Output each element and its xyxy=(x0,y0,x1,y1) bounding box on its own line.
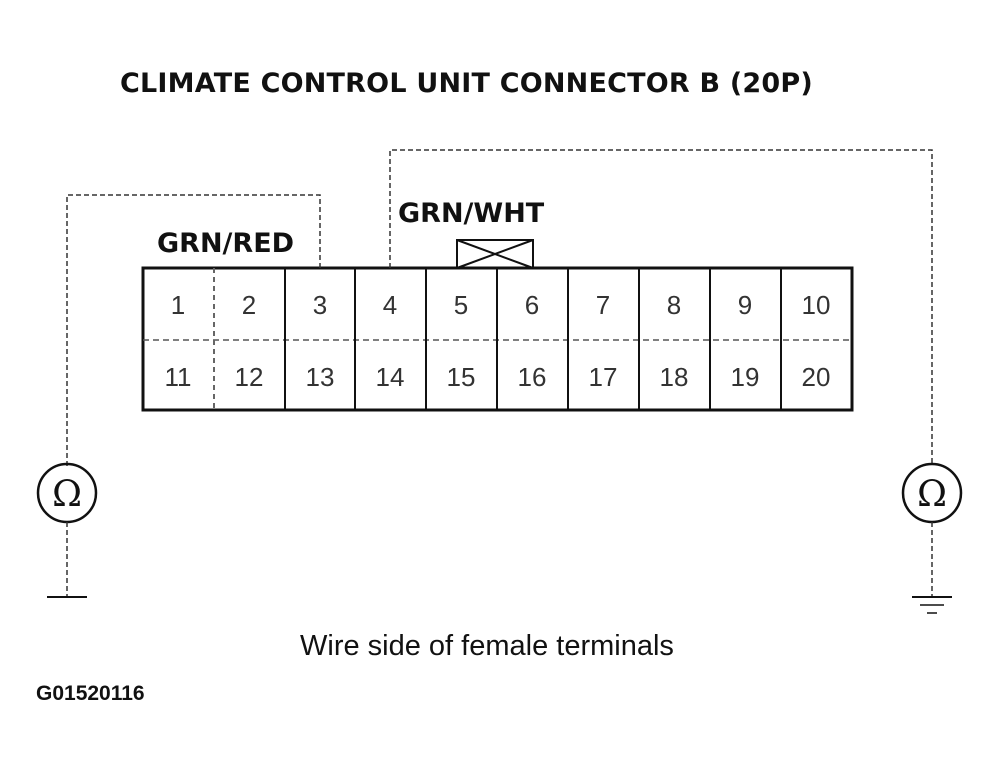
pin-7: 7 xyxy=(596,290,610,320)
pin-18: 18 xyxy=(660,362,689,392)
probe-wire-left xyxy=(66,194,321,466)
probe-wire-right xyxy=(389,149,933,466)
pin-3: 3 xyxy=(313,290,327,320)
pin-row-top: 1 2 3 4 5 6 7 8 9 10 xyxy=(171,290,831,320)
wire-label-grn-red: GRN/RED xyxy=(157,228,295,259)
pin-11: 11 xyxy=(165,362,192,392)
connector-latch xyxy=(456,239,534,269)
pin-13: 13 xyxy=(306,362,335,392)
pin-10: 10 xyxy=(802,290,831,320)
ohmmeter-right: Ω xyxy=(901,462,963,597)
pin-20: 20 xyxy=(802,362,831,392)
pin-1: 1 xyxy=(171,290,185,320)
pin-16: 16 xyxy=(518,362,547,392)
pin-5: 5 xyxy=(454,290,468,320)
column-dividers xyxy=(213,268,782,410)
pin-15: 15 xyxy=(447,362,476,392)
diagram-title: CLIMATE CONTROL UNIT CONNECTOR B (20P) xyxy=(120,68,813,99)
ohmmeter-left: Ω xyxy=(36,462,98,597)
pin-2: 2 xyxy=(242,290,256,320)
ohm-icon-right: Ω xyxy=(917,474,947,515)
diagram-caption: Wire side of female terminals xyxy=(300,630,674,662)
pin-19: 19 xyxy=(731,362,760,392)
wire-label-grn-wht: GRN/WHT xyxy=(398,198,545,229)
pin-17: 17 xyxy=(589,362,618,392)
figure-code: G01520116 xyxy=(36,682,145,705)
pin-12: 12 xyxy=(235,362,264,392)
pin-9: 9 xyxy=(738,290,752,320)
ground-icon-right xyxy=(912,596,952,614)
pin-row-bottom: 11 12 13 14 15 16 17 18 19 20 xyxy=(165,362,831,392)
pin-14: 14 xyxy=(376,362,405,392)
pin-8: 8 xyxy=(667,290,681,320)
pin-4: 4 xyxy=(383,290,397,320)
ohm-icon-left: Ω xyxy=(52,474,82,515)
pin-6: 6 xyxy=(525,290,539,320)
